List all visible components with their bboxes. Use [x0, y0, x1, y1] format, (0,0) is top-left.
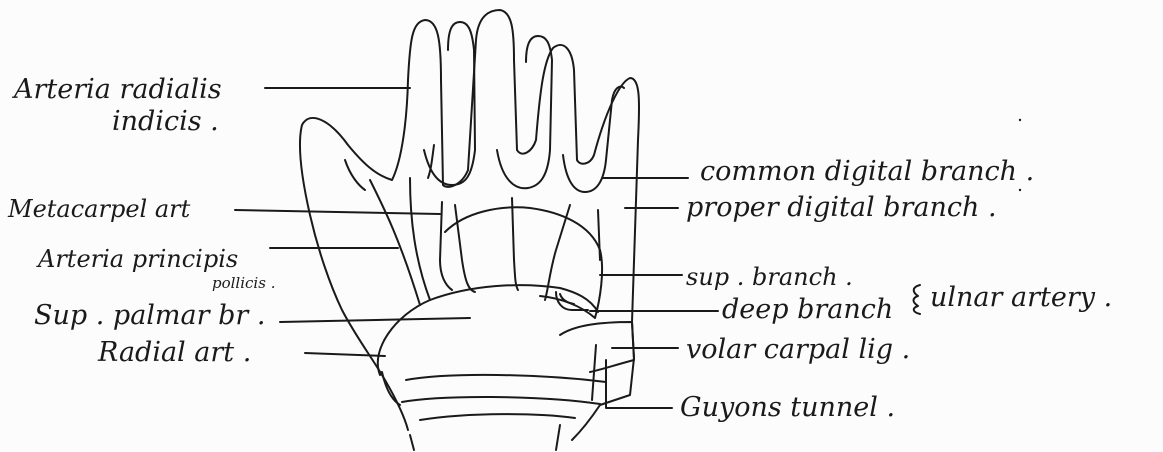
deep-palmar-arch	[378, 285, 598, 375]
digital-loop-middle	[497, 36, 552, 188]
label-common-digital-branch: common digital branch .	[700, 158, 1034, 185]
wrist-band-upper	[406, 375, 606, 382]
label-sup-branch: sup . branch .	[686, 265, 853, 289]
guyons-tunnel-line	[592, 345, 596, 400]
radial-artery	[382, 372, 400, 405]
dot-mark	[1019, 189, 1021, 191]
label-volar-carpal-lig: volar carpal lig .	[686, 336, 910, 363]
branch-small	[598, 210, 600, 260]
label-indicis: indicis .	[112, 108, 219, 135]
ulnar-brace	[914, 285, 921, 314]
princeps-pollicis-line	[370, 180, 420, 305]
label-guyons-tunnel: Guyons tunnel .	[680, 394, 895, 421]
label-pollicis: pollicis .	[212, 276, 275, 291]
branch-ring	[545, 205, 570, 300]
leader-metacarpal	[235, 210, 440, 214]
superficial-palmar-arch	[445, 207, 602, 318]
label-arteria-principis: Arteria principis	[38, 247, 238, 271]
wrist-left-line	[410, 435, 414, 450]
label-sup-palmar-br: Sup . palmar br .	[34, 302, 265, 329]
wrist-strap	[420, 414, 575, 420]
leader-sup-palmar	[280, 318, 470, 322]
wrist-band-lower	[402, 397, 600, 404]
branch-middle	[512, 198, 518, 290]
dot-mark	[1019, 119, 1021, 121]
label-ulnar-artery: ulnar artery .	[930, 284, 1112, 311]
label-radial-art: Radial art .	[98, 339, 251, 366]
thumb-line	[345, 160, 365, 190]
label-metacarpal-art: Metacarpel art	[8, 197, 190, 221]
leader-radial-art	[305, 353, 385, 356]
label-arteria-radialis: Arteria radialis	[14, 76, 222, 103]
wrist-right-line	[556, 425, 560, 450]
leader-guyons	[606, 360, 672, 408]
label-deep-branch: deep branch	[722, 296, 893, 323]
metacarpal-artery	[440, 202, 452, 290]
deep-branch-loop	[560, 294, 574, 304]
digital-loop-ring	[563, 87, 624, 193]
label-proper-digital-branch: proper digital branch .	[686, 194, 997, 221]
